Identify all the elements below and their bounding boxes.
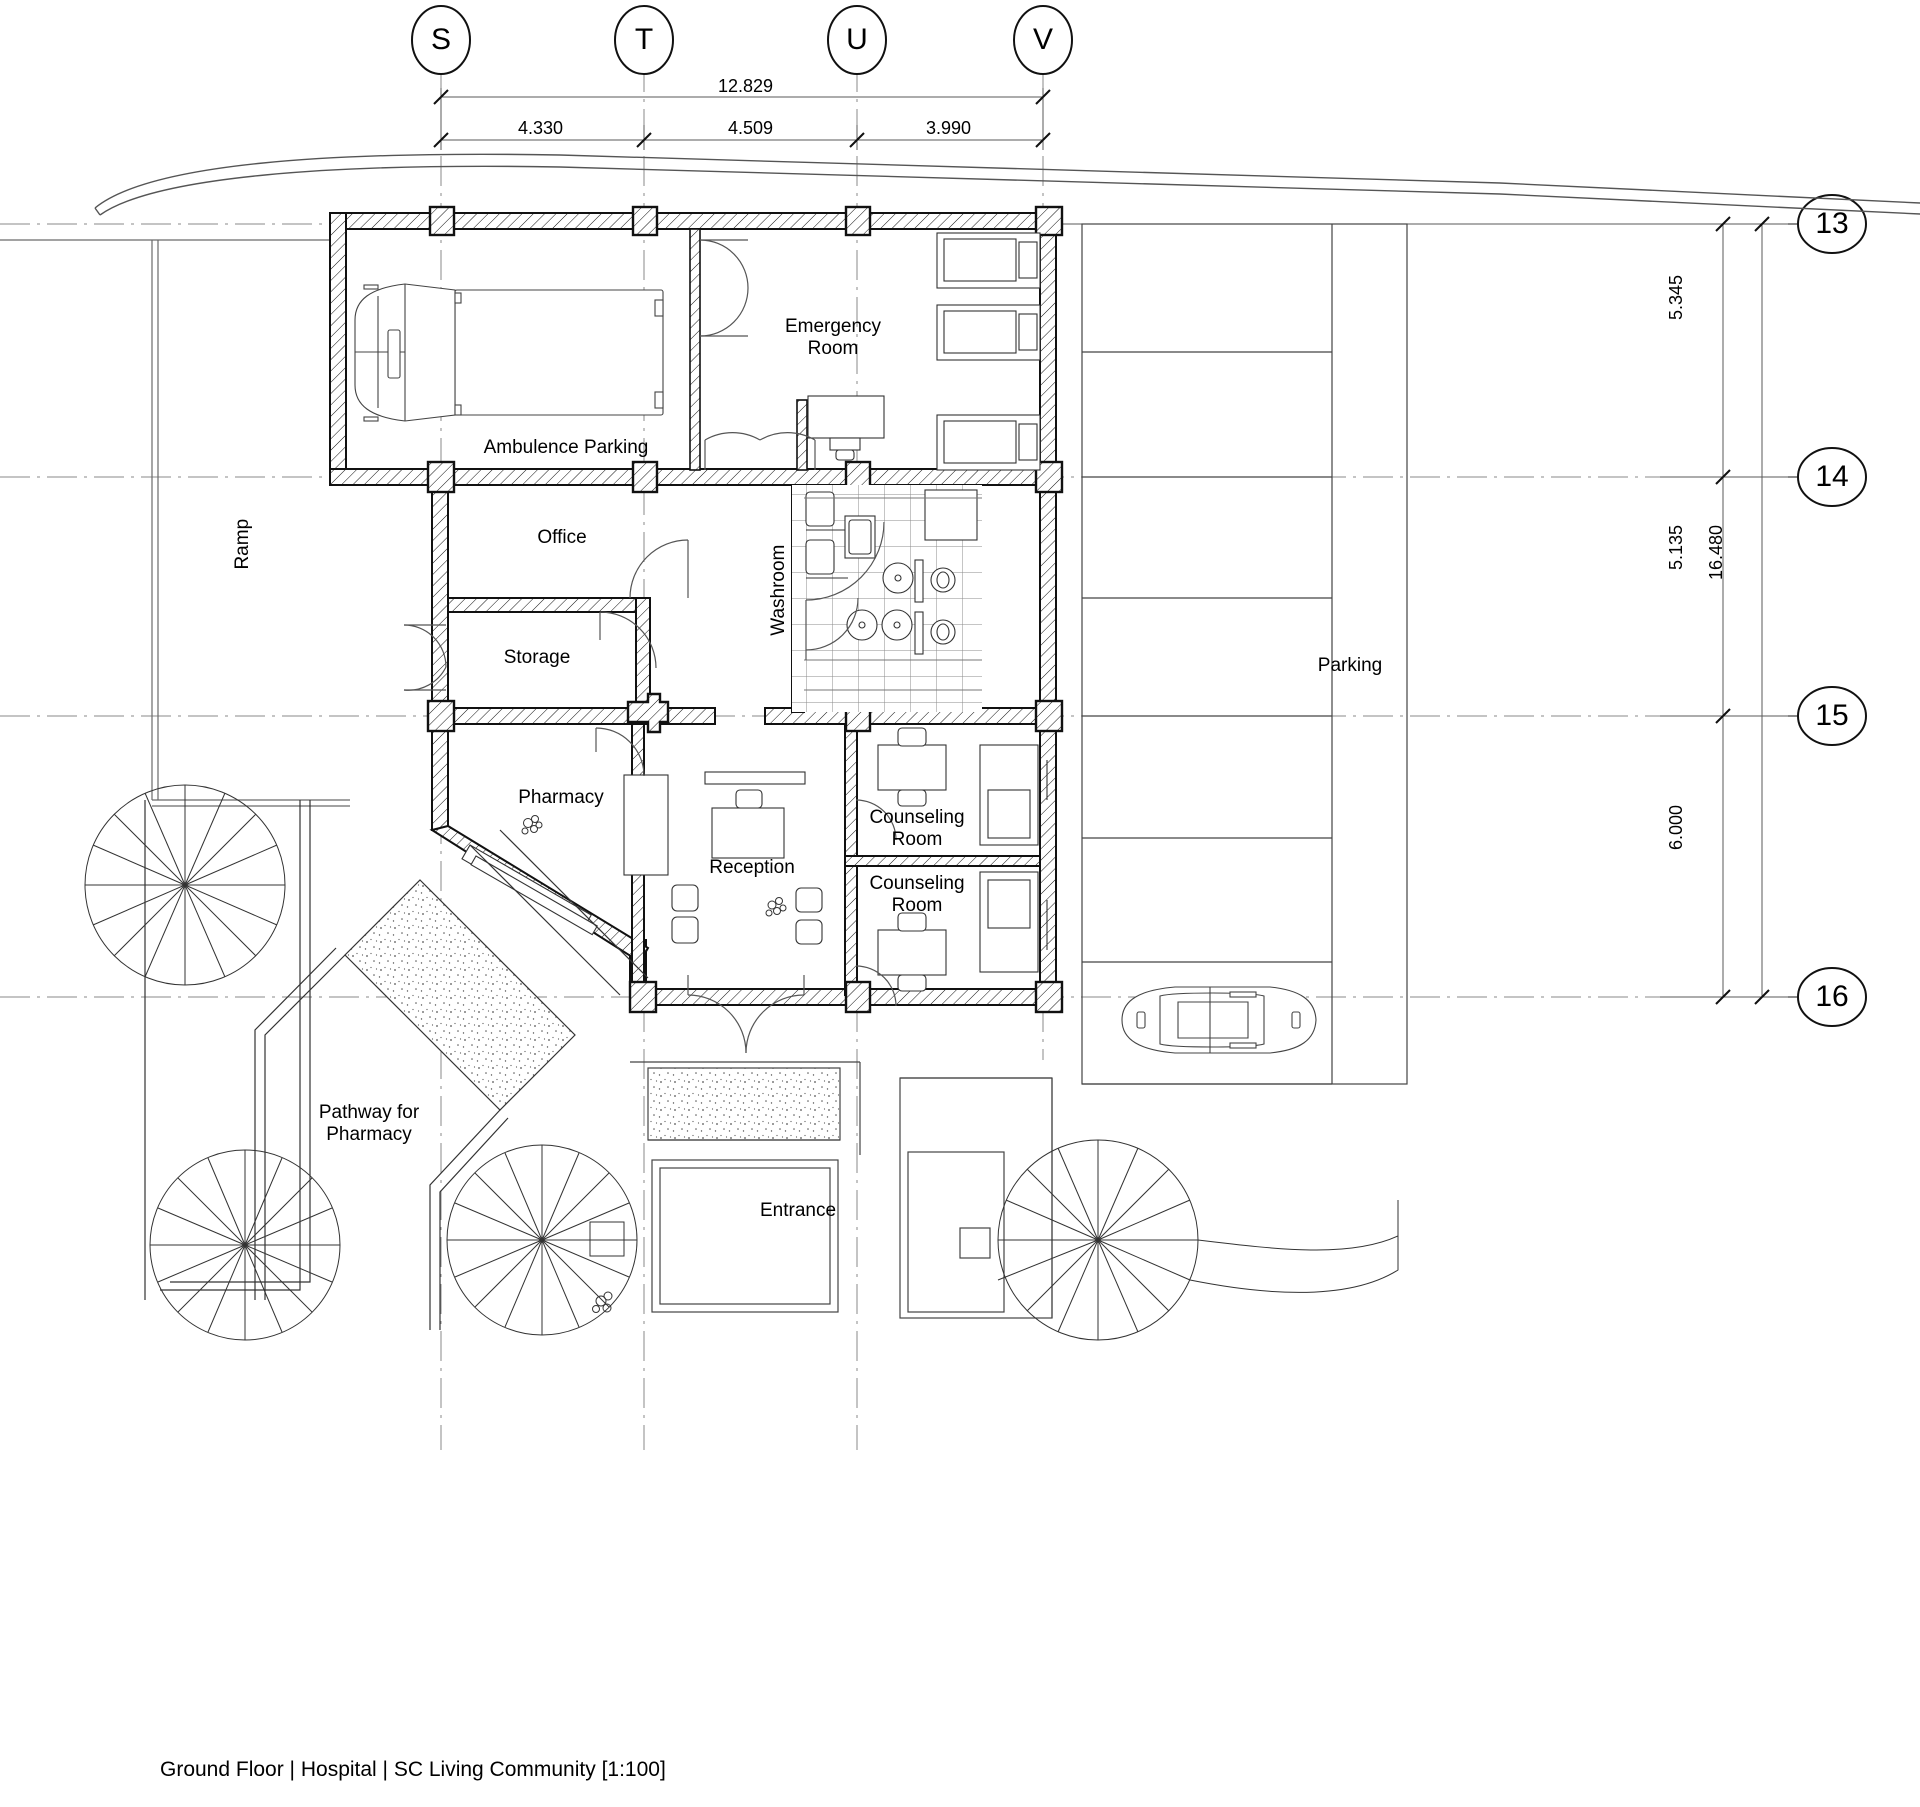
room-label-ambulence-parking: Ambulence Parking bbox=[483, 437, 649, 458]
room-label-entrance: Entrance bbox=[759, 1200, 837, 1221]
grid-bubble-label: 15 bbox=[1815, 699, 1849, 732]
grid-bubble-label: 13 bbox=[1815, 207, 1849, 240]
grid-bubble-V: V bbox=[1013, 16, 1073, 64]
dimension-v-2: 5.135 bbox=[1666, 524, 1686, 570]
room-label-counseling-room-1: Counseling Room bbox=[869, 807, 965, 851]
room-label-parking: Parking bbox=[1317, 655, 1383, 676]
grid-bubble-label: 16 bbox=[1815, 980, 1849, 1013]
grid-bubble-16: 16 bbox=[1798, 973, 1866, 1021]
room-label-office: Office bbox=[537, 527, 587, 548]
dimension-h-1: 4.330 bbox=[518, 118, 564, 138]
grid-bubble-15: 15 bbox=[1798, 692, 1866, 740]
room-label-washroom: Washroom bbox=[767, 544, 789, 636]
grid-bubble-T: T bbox=[614, 16, 674, 64]
room-label-storage: Storage bbox=[503, 647, 571, 668]
dimension-h-3: 3.990 bbox=[926, 118, 972, 138]
grid-bubble-label: V bbox=[1032, 23, 1053, 56]
grid-bubble-label: U bbox=[846, 23, 868, 56]
room-label-pathway-for-pharmacy: Pathway for Pharmacy bbox=[318, 1102, 420, 1146]
room-label-pharmacy: Pharmacy bbox=[518, 787, 604, 808]
dimension-v-1: 5.345 bbox=[1666, 274, 1686, 320]
dimension-total-horizontal: 12.829 bbox=[718, 76, 774, 96]
room-label-counseling-room-2: Counseling Room bbox=[869, 873, 965, 917]
grid-bubble-label: S bbox=[430, 23, 451, 56]
grid-bubble-S: S bbox=[411, 16, 471, 64]
room-label-ramp: Ramp bbox=[231, 518, 253, 570]
grid-bubble-U: U bbox=[827, 16, 887, 64]
room-label-emergency-room: Emergency Room bbox=[784, 316, 882, 360]
drawing-title: Ground Floor | Hospital | SC Living Comm… bbox=[160, 1758, 666, 1781]
grid-bubble-13: 13 bbox=[1798, 200, 1866, 248]
grid-bubble-label: T bbox=[634, 23, 654, 56]
grid-bubble-14: 14 bbox=[1798, 453, 1866, 501]
dimension-v-3: 6.000 bbox=[1666, 804, 1686, 850]
dimension-total-vertical: 16.480 bbox=[1706, 524, 1726, 580]
room-label-reception: Reception bbox=[709, 857, 795, 878]
dimension-h-2: 4.509 bbox=[728, 118, 774, 138]
grid-bubble-label: 14 bbox=[1815, 460, 1849, 493]
